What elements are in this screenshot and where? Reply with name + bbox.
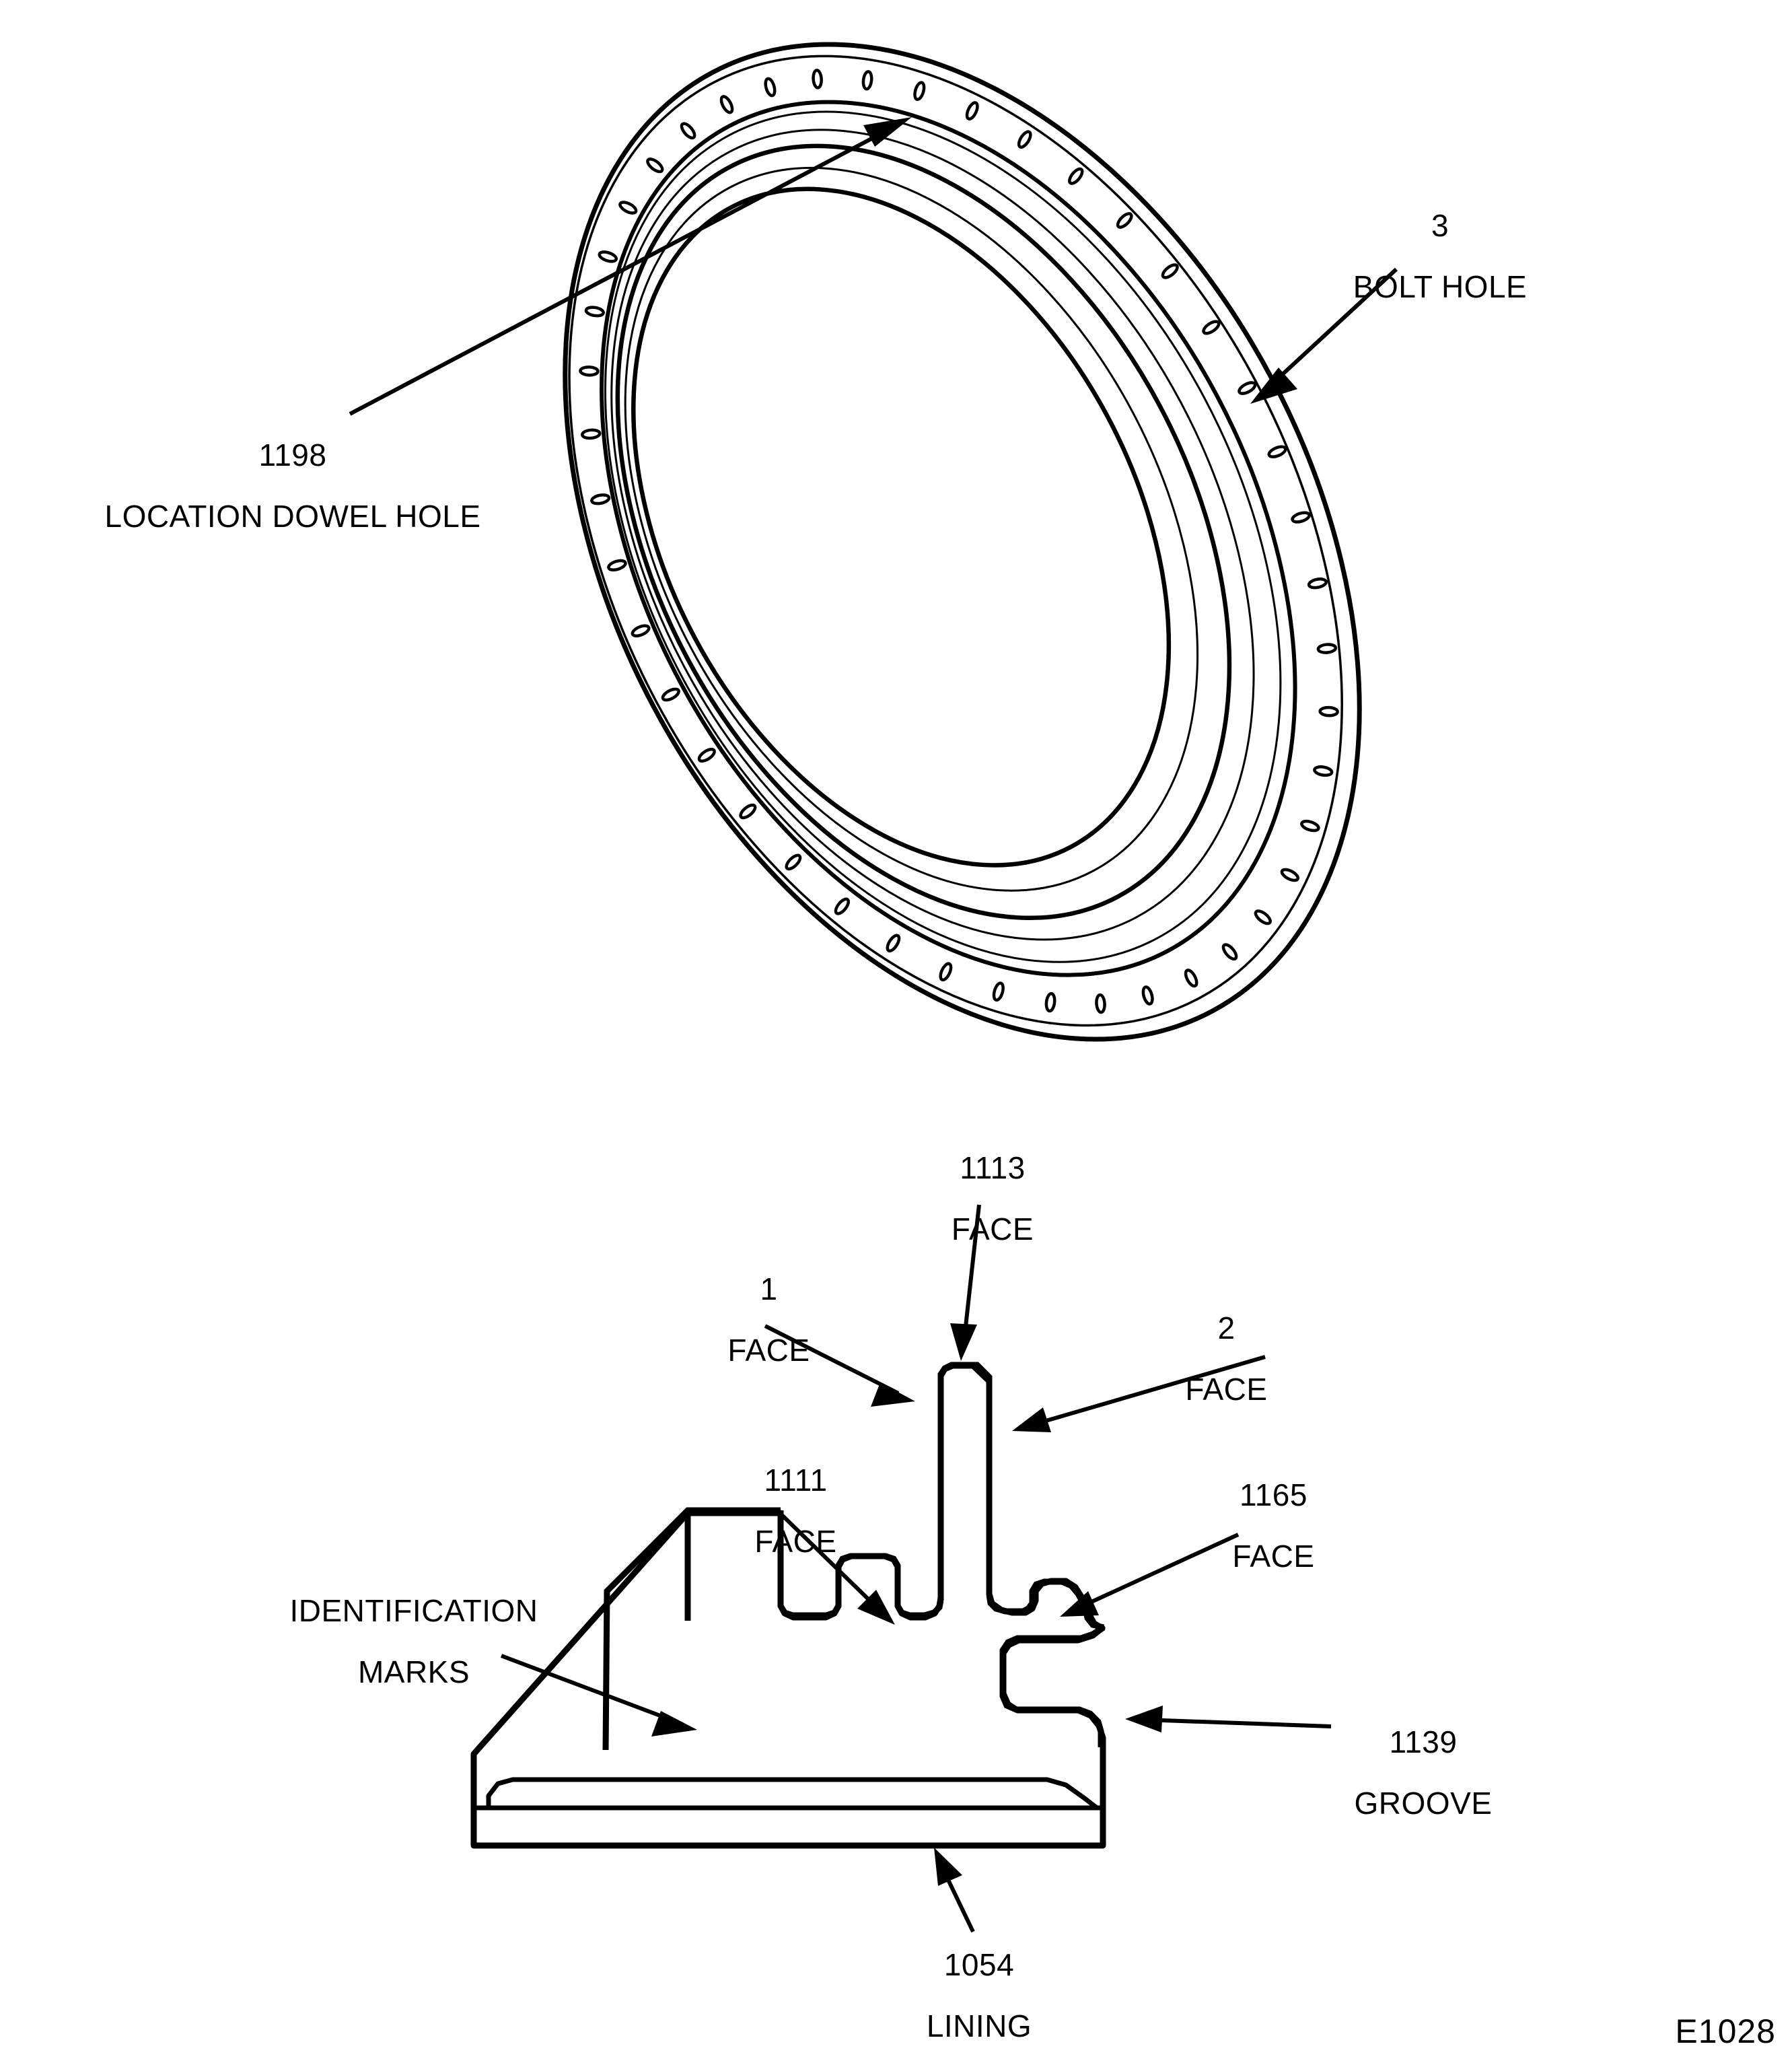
bolt-hole bbox=[992, 981, 1005, 1002]
label-identification-marks-line1: IDENTIFICATION bbox=[289, 1593, 538, 1629]
label-face-1111-number: 1111 bbox=[764, 1463, 828, 1498]
label-bolt-hole-text: BOLT HOLE bbox=[1353, 269, 1528, 304]
bolt-hole bbox=[1280, 868, 1299, 882]
leader-bolt-hole bbox=[1250, 267, 1398, 404]
ring-step-3 bbox=[624, 166, 1199, 892]
bolt-hole bbox=[1202, 320, 1221, 335]
label-face-1111-text: FACE bbox=[754, 1523, 837, 1559]
bolt-hole bbox=[1161, 263, 1179, 279]
bolt-hole bbox=[1221, 943, 1238, 961]
label-face-1165-text: FACE bbox=[1232, 1538, 1315, 1574]
bolt-hole bbox=[584, 306, 605, 318]
label-groove-1139-number: 1139 bbox=[1389, 1724, 1458, 1760]
label-location-dowel-hole-number: 1198 bbox=[258, 437, 327, 473]
bolt-hole bbox=[1267, 445, 1287, 458]
bolt-hole bbox=[661, 687, 680, 702]
bolt-hole bbox=[1318, 705, 1339, 717]
label-face-1165: 1165 FACE bbox=[1201, 1452, 1346, 1599]
ring-flange-land-inner bbox=[600, 100, 1297, 977]
bolt-hole bbox=[1313, 765, 1334, 777]
leader-face-1113 bbox=[950, 1204, 981, 1361]
label-bolt-hole-number: 3 bbox=[1431, 208, 1449, 244]
leader-lining-1054 bbox=[934, 1848, 975, 1933]
leader-groove-1139 bbox=[1125, 1706, 1332, 1732]
bolt-hole bbox=[1307, 577, 1328, 590]
label-face-1113-number: 1113 bbox=[960, 1150, 1026, 1186]
bolt-hole bbox=[581, 428, 602, 440]
label-bolt-hole: 3 BOLT HOLE bbox=[1299, 183, 1581, 330]
bolt-hole bbox=[861, 70, 873, 91]
bolt-hole bbox=[607, 559, 627, 572]
bolt-hole bbox=[697, 747, 716, 763]
bolt-hole bbox=[1316, 643, 1338, 654]
label-identification-marks-line2: MARKS bbox=[357, 1654, 470, 1689]
ring-step-1 bbox=[610, 129, 1255, 941]
cross-section-profile bbox=[470, 1357, 1106, 1849]
bolt-hole bbox=[812, 69, 823, 90]
bolt-hole bbox=[680, 122, 696, 140]
bolt-hole bbox=[1068, 167, 1084, 185]
label-face-1: 1 FACE bbox=[693, 1247, 845, 1393]
leader-identification-marks bbox=[500, 1654, 697, 1737]
label-groove-1139: 1139 GROOVE bbox=[1326, 1699, 1521, 1846]
bolt-hole bbox=[1095, 993, 1106, 1014]
label-face-2-number: 2 bbox=[1217, 1310, 1235, 1346]
bolt-hole bbox=[631, 624, 651, 637]
label-face-1113: 1113 FACE bbox=[908, 1125, 1077, 1272]
bolt-hole bbox=[965, 101, 979, 120]
bolt-hole bbox=[1300, 819, 1320, 833]
label-face-1113-text: FACE bbox=[951, 1211, 1034, 1247]
leader-face-1 bbox=[764, 1324, 915, 1407]
label-face-2: 2 FACE bbox=[1151, 1286, 1302, 1432]
bolt-hole bbox=[1254, 909, 1272, 925]
flange-ring-isometric bbox=[563, 42, 1362, 1042]
label-location-dowel-hole-text: LOCATION DOWEL HOLE bbox=[104, 498, 481, 534]
label-face-1165-number: 1165 bbox=[1240, 1477, 1307, 1513]
label-face-1-text: FACE bbox=[727, 1332, 810, 1368]
bolt-hole bbox=[785, 853, 802, 871]
ring-outer-edge-inner bbox=[568, 55, 1343, 1027]
label-face-1111: 1111 FACE bbox=[723, 1438, 868, 1584]
section-final-outline bbox=[470, 1362, 1106, 1849]
lining-strip bbox=[471, 1777, 1106, 1811]
bolt-hole bbox=[598, 250, 618, 263]
bolt-hole bbox=[886, 934, 901, 952]
bolt-hole bbox=[939, 962, 953, 982]
bolt-hole bbox=[579, 365, 600, 377]
bolt-hole bbox=[913, 81, 926, 102]
bolt-hole-group bbox=[579, 69, 1339, 1014]
bolt-hole bbox=[618, 201, 638, 215]
bolt-hole bbox=[834, 897, 851, 915]
leader-face-1165 bbox=[1060, 1533, 1240, 1617]
label-groove-1139-text: GROOVE bbox=[1354, 1785, 1493, 1821]
bolt-hole bbox=[1017, 130, 1032, 149]
label-lining-1054: 1054 LINING bbox=[895, 1922, 1063, 2069]
bolt-hole bbox=[739, 803, 757, 820]
label-location-dowel-hole: 1198 LOCATION DOWEL HOLE bbox=[54, 413, 532, 559]
bolt-hole bbox=[719, 95, 734, 114]
leader-face-2 bbox=[1012, 1355, 1266, 1432]
bolt-hole bbox=[646, 157, 664, 174]
ring-step-2 bbox=[615, 143, 1232, 921]
leader-location-dowel-hole bbox=[349, 117, 912, 416]
bolt-hole bbox=[1291, 511, 1311, 524]
drawing-code: E1028 bbox=[1675, 2012, 1776, 2050]
label-lining-1054-text: LINING bbox=[926, 2008, 1032, 2043]
bolt-hole bbox=[1044, 991, 1056, 1013]
ring-bore bbox=[631, 186, 1172, 868]
bolt-hole bbox=[1184, 969, 1198, 988]
section-body-outline bbox=[471, 1357, 1104, 1777]
bolt-hole bbox=[1238, 381, 1257, 395]
ring-flange-land-inner-thin bbox=[604, 110, 1282, 963]
leader-face-1111 bbox=[779, 1512, 895, 1625]
label-identification-marks: IDENTIFICATION MARKS bbox=[242, 1568, 585, 1715]
bolt-hole bbox=[1141, 985, 1154, 1006]
bolt-hole bbox=[764, 77, 777, 98]
label-face-1-number: 1 bbox=[760, 1271, 778, 1307]
label-lining-1054-number: 1054 bbox=[943, 1947, 1015, 1983]
bolt-hole bbox=[1116, 212, 1133, 229]
label-face-2-text: FACE bbox=[1185, 1371, 1268, 1407]
bolt-hole bbox=[590, 493, 611, 505]
